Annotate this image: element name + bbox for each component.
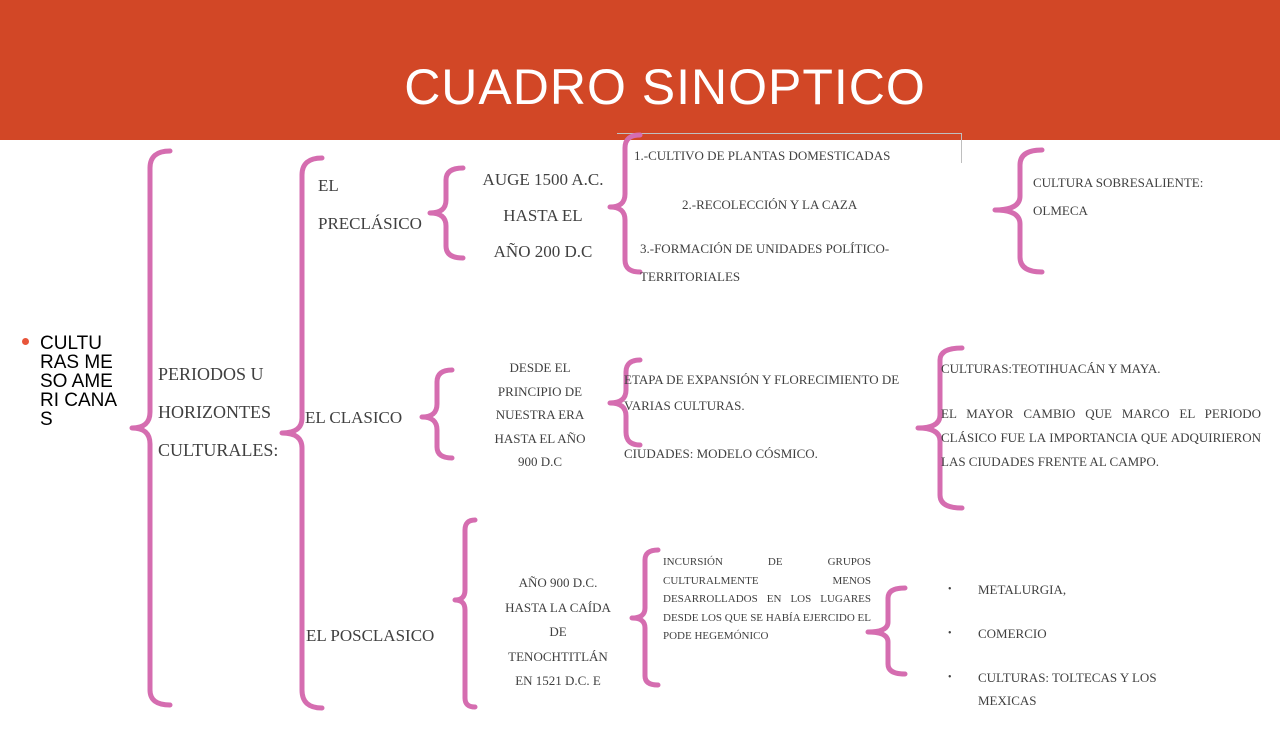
title-banner <box>0 0 1280 140</box>
list-item: CULTURAS: TOLTECAS Y LOS MEXICAS <box>948 666 1188 712</box>
clasico-name: EL CLASICO <box>305 408 403 427</box>
clasico-cities: CIUDADES: MODELO CÓSMICO. <box>624 446 818 461</box>
preclasico-range: AUGE 1500 A.C. HASTA EL AÑO 200 D.C <box>468 162 618 270</box>
bracket-clasico <box>419 367 455 461</box>
preclasico-item: 3.-FORMACIÓN DE UNIDADES POLÍTICO- <box>640 241 890 256</box>
page-title: CUADRO SINOPTICO <box>404 59 926 115</box>
range-line: AÑO 900 D.C. <box>518 575 598 590</box>
bullet-dot <box>22 338 29 345</box>
preclasico-item: TERRITORIALES <box>640 269 741 284</box>
range-line: NUESTRA ERA <box>495 407 585 422</box>
clasico-change: EL MAYOR CAMBIO QUE MARCO EL PERIODO CLÁ… <box>941 406 1261 469</box>
posclasico-range: AÑO 900 D.C. HASTA LA CAÍDA DE TENOCHTIT… <box>478 571 638 694</box>
root-label: CULTU RAS MESO AMERI CANAS <box>40 333 118 430</box>
clasico-range: DESDE EL PRINCIPIO DE NUESTRA ERA HASTA … <box>460 356 620 474</box>
range-line: AÑO 200 D.C <box>493 242 593 261</box>
preclasico-name-line1: EL <box>318 176 339 195</box>
preclasico-item: 1.-CULTIVO DE PLANTAS DOMESTICADAS <box>634 148 891 163</box>
posclasico-name: EL POSCLASICO <box>306 626 435 645</box>
bracket-posclasico-list <box>865 585 908 677</box>
preclasico-name-line2: PRECLÁSICO <box>318 214 422 233</box>
periods-label: PERIODOS U HORIZONTES CULTURALES: <box>158 364 279 460</box>
range-line: HASTA LA CAÍDA <box>505 599 611 615</box>
olmeca-line: OLMECA <box>1033 203 1088 218</box>
range-line: AUGE 1500 A.C. <box>482 170 604 189</box>
range-line: DESDE EL <box>509 360 571 375</box>
preclasico-item: 2.-RECOLECCIÓN Y LA CAZA <box>682 197 858 212</box>
olmeca-line: CULTURA SOBRESALIENTE: <box>1033 175 1204 190</box>
posclasico-list: METALURGIA, COMERCIO CULTURAS: TOLTECAS … <box>948 578 1188 733</box>
range-line: TENOCHTITLÁN <box>508 648 608 664</box>
text-box-border <box>617 133 961 134</box>
range-line: EN 1521 D.C. E <box>515 673 601 688</box>
range-line: 900 D.C <box>517 454 563 469</box>
range-line: PRINCIPIO DE <box>497 383 583 399</box>
clasico-cultures: CULTURAS:TEOTIHUACÁN Y MAYA. <box>941 361 1161 376</box>
posclasico-incursion: INCURSIÓN DE GRUPOS CULTURALMENTE MENOS … <box>663 556 871 642</box>
text-box-border-side <box>961 133 962 163</box>
bracket-posclasico <box>452 517 478 710</box>
list-item: METALURGIA, <box>948 578 1188 601</box>
bracket-preclasico <box>427 165 466 261</box>
range-line: DE <box>549 624 567 639</box>
range-line: HASTA EL AÑO <box>494 430 586 446</box>
range-line: HASTA EL <box>503 206 583 225</box>
clasico-stage-line: VARIAS CULTURAS. <box>624 398 745 413</box>
list-item: COMERCIO <box>948 622 1188 645</box>
clasico-stage-line: ETAPA DE EXPANSIÓN Y FLORECIMIENTO DE <box>624 372 900 387</box>
